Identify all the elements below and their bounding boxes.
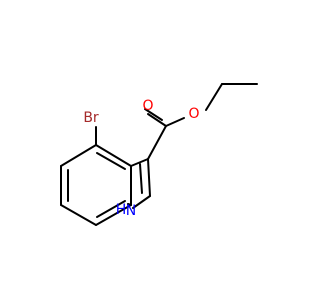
bond-c7-c7a xyxy=(95,204,132,226)
atom-n: N xyxy=(126,203,136,219)
bond-c7-c7a-inner xyxy=(96,200,126,218)
molecule-structure: O O Br N H xyxy=(60,83,258,226)
atom-h: H xyxy=(116,202,127,218)
atom-br: Br xyxy=(83,110,99,126)
atom-o-carbonyl: O xyxy=(142,98,153,114)
bond-ccarbonyl-oester xyxy=(165,117,185,127)
bond-ccarbonyl-ocarbonyl-2 xyxy=(144,108,163,121)
bond-c3-c2-inner xyxy=(139,163,143,194)
bond-ccarbonyl-ocarbonyl xyxy=(147,113,167,127)
bond-c2-n1 xyxy=(132,195,151,209)
bond-c3a-c4-inner xyxy=(96,152,126,170)
bonds xyxy=(60,83,258,226)
bond-c3-ccarbonyl xyxy=(147,125,167,160)
bond-c3-c2 xyxy=(147,158,151,197)
bond-n1-c7a xyxy=(127,203,132,206)
bond-c4-c5 xyxy=(60,144,97,167)
bond-c6-c7 xyxy=(60,204,97,226)
bond-c3a-c3 xyxy=(130,158,149,167)
bond-oester-cmethylene xyxy=(205,83,223,111)
atom-labels: O O Br N H xyxy=(83,98,199,219)
atom-o-ester: O xyxy=(188,106,199,122)
bond-c3a-c4 xyxy=(95,144,132,167)
